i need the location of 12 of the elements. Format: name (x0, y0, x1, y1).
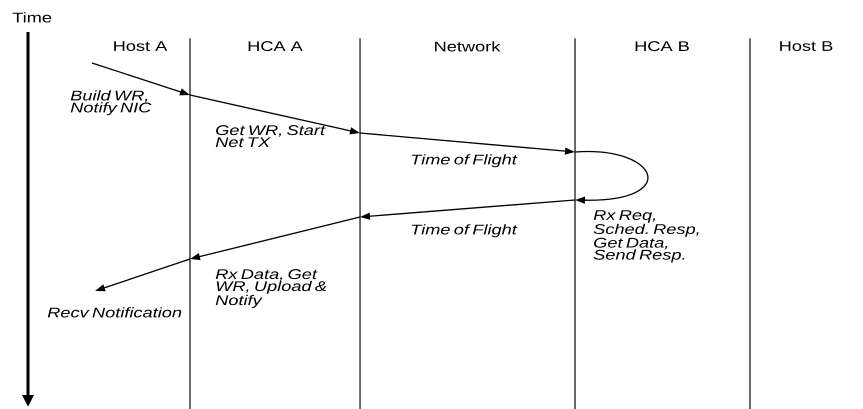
axis-label: Time (12, 12, 52, 22)
lane-heading: HCA A (248, 41, 303, 52)
arrow (575, 151, 648, 204)
annotation-text: Time of Flight (412, 154, 518, 168)
annotation-text: Rx Data, Get WR, Upload & Notify (216, 269, 326, 308)
annotation-text: Time of Flight (412, 224, 518, 238)
annotation-text: Get WR, Start Net TX (216, 125, 326, 148)
lane-heading: HCA B (636, 41, 689, 52)
lane-heading: Network (435, 41, 500, 52)
annotation-text: Build WR, Notify NIC (70, 90, 152, 116)
annotation-text: Recv Notification (48, 307, 182, 318)
lane-divider (749, 38, 751, 409)
